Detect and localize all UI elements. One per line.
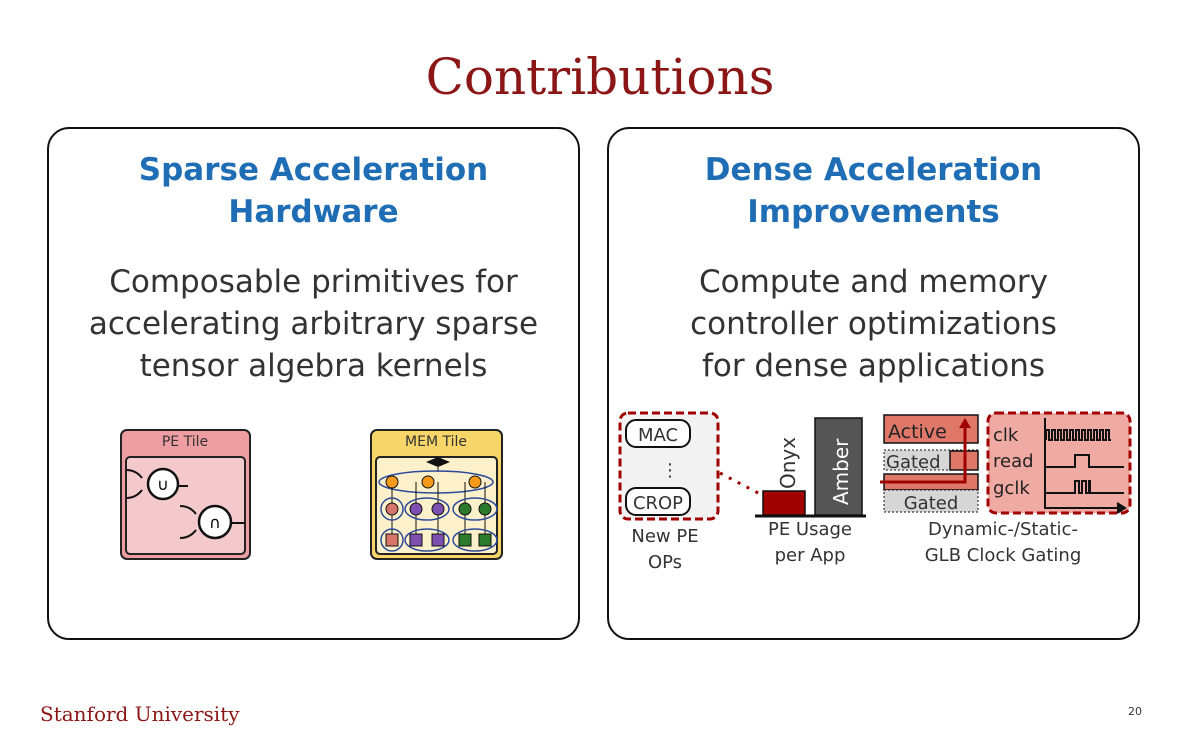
onyx-label: Onyx — [776, 437, 800, 489]
body-line: controller optimizations — [690, 306, 1057, 342]
panel-heading: Sparse Acceleration Hardware — [49, 149, 578, 233]
amber-bar — [814, 417, 863, 516]
caption-line: PE Usage — [768, 519, 852, 540]
heading-line: Dense Acceleration — [704, 152, 1043, 188]
clk-label: clk — [993, 425, 1019, 446]
mac-op-label: MAC — [638, 425, 678, 446]
new-pe-ops-diagram: MAC ⋮ CROP New PE OPs — [618, 411, 761, 573]
gated-state-label: Gated — [886, 452, 941, 473]
heading-line: Improvements — [747, 194, 1000, 230]
page-number: 20 — [1128, 705, 1142, 718]
read-label: read — [993, 451, 1034, 472]
dense-acceleration-panel: Dense Acceleration Improvements Compute … — [607, 127, 1140, 640]
mem-tile-diagram: MEM Tile — [370, 429, 503, 560]
panel-body: Compute and memory controller optimizati… — [609, 261, 1138, 387]
onyx-bar — [762, 490, 806, 516]
caption-line: GLB Clock Gating — [925, 545, 1082, 566]
amber-label: Amber — [829, 438, 853, 505]
crop-op-label: CROP — [633, 493, 683, 514]
panel-heading: Dense Acceleration Improvements — [609, 149, 1138, 233]
body-line: accelerating arbitrary sparse — [88, 306, 539, 342]
gclk-label: gclk — [993, 478, 1030, 499]
intersect-op-icon — [197, 504, 233, 540]
heading-line: Sparse Acceleration — [138, 152, 489, 188]
intersect-op-label: ∩ — [209, 513, 221, 532]
pe-tile-label: PE Tile — [162, 434, 208, 450]
sparse-acceleration-panel: Sparse Acceleration Hardware Composable … — [47, 127, 580, 640]
pe-usage-chart: Onyx Amber PE Usage per App — [755, 417, 866, 566]
body-line: Composable primitives for — [109, 264, 518, 300]
caption-line: per App — [775, 545, 846, 566]
union-op-icon — [146, 467, 180, 501]
ellipsis: ⋮ — [661, 460, 679, 481]
panel-body: Composable primitives for accelerating a… — [49, 261, 578, 387]
slide-title: Contributions — [425, 48, 775, 106]
body-line: Compute and memory — [699, 264, 1048, 300]
union-op-label: ∪ — [157, 475, 169, 494]
pe-tile-diagram: PE Tile ∪ ∩ — [120, 429, 251, 560]
active-state-label: Active — [888, 421, 947, 443]
caption-line: OPs — [648, 552, 682, 573]
clock-gating-diagram: Active Gated Gated clk read gclk Dynamic… — [880, 411, 1132, 566]
caption-line: Dynamic-/Static- — [928, 519, 1078, 540]
mem-tile-label: MEM Tile — [405, 434, 467, 450]
caption-line: New PE — [631, 526, 698, 547]
gated-state-label: Gated — [904, 493, 959, 514]
body-line: tensor algebra kernels — [139, 348, 488, 384]
body-line: for dense applications — [701, 348, 1046, 384]
stanford-logo-text: Stanford University — [40, 702, 240, 726]
heading-line: Hardware — [228, 194, 399, 230]
